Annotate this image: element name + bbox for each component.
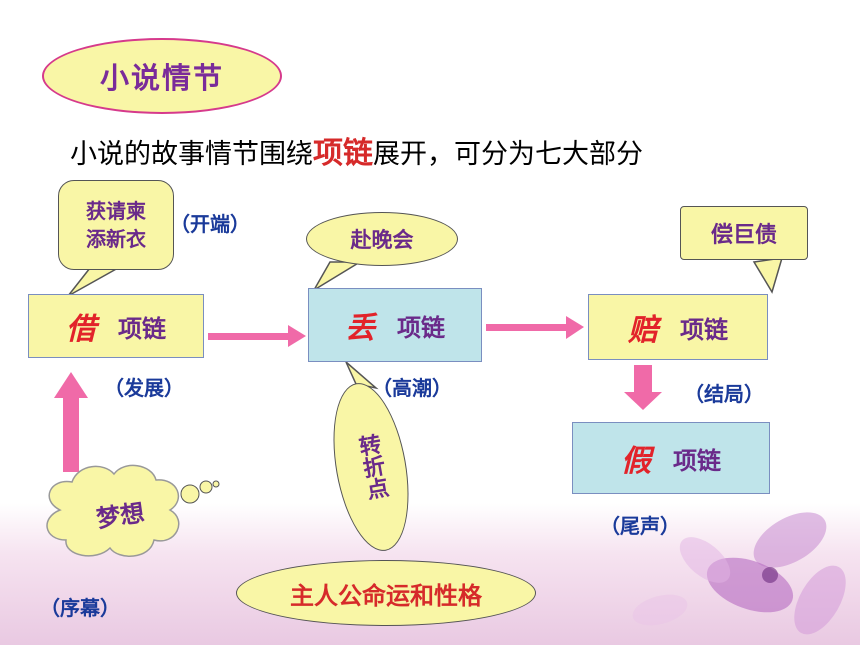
borrow-noun: 项链 — [118, 314, 166, 343]
fate-text: 主人公命运和性格 — [290, 581, 482, 610]
thought-dot-large — [180, 484, 200, 504]
invitation-text: 获请柬 添新衣 — [86, 199, 146, 251]
flower-decoration — [632, 512, 846, 635]
lose-verb: 丢 — [345, 311, 375, 346]
turning-point-text: 转折点 — [353, 432, 390, 502]
dream-cloud — [46, 464, 180, 557]
subtitle-after: 展开，可分为七大部分 — [373, 139, 643, 170]
stage-beginning: （开端） — [170, 212, 250, 236]
fake-verb: 假 — [621, 444, 651, 479]
stage-prologue: （序幕） — [40, 596, 120, 620]
debt-bubble-tail — [752, 257, 784, 294]
thought-dot-small — [212, 480, 220, 488]
arrow-borrow-to-lose — [208, 325, 306, 347]
invitation-bubble-tail — [67, 267, 121, 297]
subtitle-highlight: 项链 — [313, 136, 373, 171]
stage-climax: （高潮） — [372, 376, 452, 400]
ball-text: 赴晚会 — [350, 228, 414, 252]
lose-box: 丢 项链 — [308, 288, 482, 362]
stage-epilogue: （尾声） — [600, 514, 680, 538]
pay-box: 赔 项链 — [588, 294, 768, 360]
pay-verb: 赔 — [628, 313, 658, 348]
ball-bubble-tail — [313, 261, 363, 291]
arrow-dream-to-borrow — [54, 372, 88, 472]
title-oval: 小说情节 — [42, 38, 282, 114]
borrow-box: 借 项链 — [28, 294, 204, 358]
arrow-pay-to-fake — [624, 365, 662, 410]
fake-box: 假 项链 — [572, 422, 770, 494]
subtitle: 小说的故事情节围绕项链展开，可分为七大部分 — [70, 128, 643, 172]
stage-ending: （结局） — [684, 382, 764, 406]
borrow-verb: 借 — [66, 312, 96, 347]
stage-development: （发展） — [104, 376, 184, 400]
fate-oval: 主人公命运和性格 — [236, 560, 536, 626]
lose-noun: 项链 — [397, 313, 445, 342]
debt-bubble: 偿巨债 — [680, 206, 808, 260]
pay-noun: 项链 — [680, 315, 728, 344]
debt-text: 偿巨债 — [710, 223, 777, 248]
ball-bubble: 赴晚会 — [306, 212, 458, 266]
dream-text: 梦想 — [94, 498, 147, 534]
thought-dot-medium — [199, 480, 213, 494]
subtitle-before: 小说的故事情节围绕 — [70, 139, 313, 170]
invitation-bubble: 获请柬 添新衣 — [58, 180, 174, 270]
fake-noun: 项链 — [673, 446, 721, 475]
page-title: 小说情节 — [99, 61, 224, 95]
arrow-lose-to-pay — [486, 316, 584, 339]
